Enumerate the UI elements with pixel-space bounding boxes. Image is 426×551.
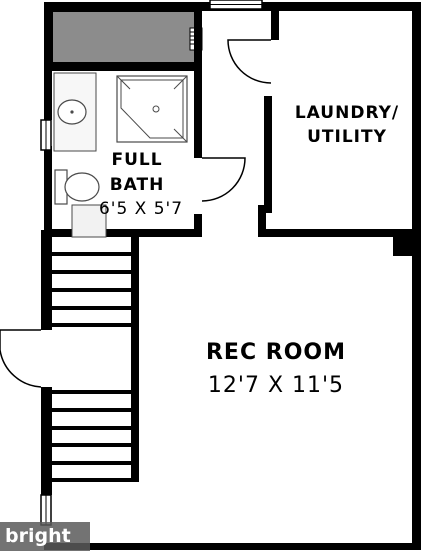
left-wall-lower xyxy=(41,387,52,495)
windows xyxy=(40,0,263,526)
bath-top-wall xyxy=(52,63,200,71)
bath-dimensions: 6'5 X 5'7 xyxy=(98,199,184,219)
bath-fixtures xyxy=(53,72,188,205)
shower-drain-icon xyxy=(152,105,160,113)
bath-right-wall-lower xyxy=(194,214,202,234)
bath-entry-threshold xyxy=(71,204,107,238)
laundry-left-wall-bottom xyxy=(258,205,266,237)
laundry-left-wall-upper xyxy=(271,8,279,40)
column xyxy=(393,232,415,256)
bath-walls xyxy=(52,8,202,237)
left-wall-bath xyxy=(44,146,52,231)
laundry-left-wall-lower xyxy=(264,96,272,211)
laundry-door-swing xyxy=(227,39,272,84)
bath-right-wall-upper xyxy=(194,8,202,158)
storage-block xyxy=(51,10,201,64)
doors xyxy=(0,39,272,388)
brand-watermark: bright xyxy=(0,522,90,551)
bath-bottom-wall xyxy=(106,229,202,237)
bath-bottom-wall-left xyxy=(52,229,72,237)
exterior-door-swing xyxy=(0,329,42,388)
railing xyxy=(133,368,139,470)
laundry-label-line2: UTILITY xyxy=(307,127,387,147)
laundry-bottom-wall xyxy=(258,229,421,237)
rec-room-label: REC ROOM xyxy=(205,340,346,365)
rec-room-dimensions: 12'7 X 11'5 xyxy=(207,373,345,398)
stair-right-wall-upper xyxy=(131,234,139,364)
laundry-label-line1: LAUNDRY/ xyxy=(294,103,400,123)
bath-door-swing xyxy=(201,157,246,202)
stairs-upper xyxy=(52,252,131,327)
bottom-wall xyxy=(44,543,421,550)
bath-label-line2: BATH xyxy=(109,175,165,195)
right-wall xyxy=(412,2,421,550)
bath-label-line1: FULL xyxy=(111,150,163,170)
toilet-icon xyxy=(64,172,100,202)
watermark-logo-text: bright xyxy=(5,525,71,547)
left-wall-upper xyxy=(44,2,52,120)
left-wall-mid xyxy=(41,230,52,330)
stairs-lower xyxy=(52,390,136,482)
laundry-walls xyxy=(258,8,421,256)
outer-walls xyxy=(41,2,421,550)
